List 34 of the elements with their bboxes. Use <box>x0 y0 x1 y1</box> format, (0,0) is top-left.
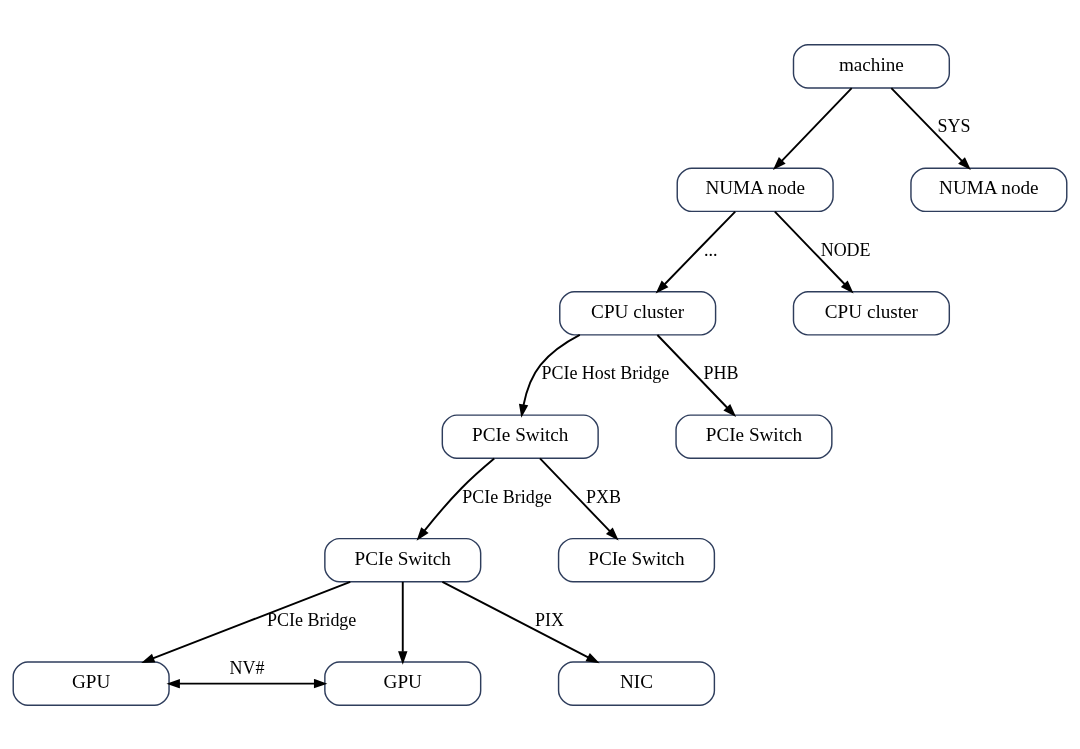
edge-label: PXB <box>586 486 622 507</box>
node-box: NIC <box>557 660 716 706</box>
arrow <box>166 678 328 688</box>
arrow <box>141 580 352 663</box>
arrow <box>518 333 581 418</box>
edge-label: PHB <box>703 362 739 383</box>
node-box: PCIe Switch <box>441 413 599 459</box>
arrow <box>441 580 600 663</box>
arrow <box>398 580 408 665</box>
arrow <box>416 457 496 541</box>
node-box: GPU <box>12 660 170 706</box>
node-box: PCIe Switch <box>675 413 833 459</box>
edge-label: SYS <box>937 115 971 136</box>
edge-label: PCIe Host Bridge <box>541 362 670 383</box>
edge-label: PIX <box>535 609 565 630</box>
arrow <box>656 333 737 417</box>
edge-label: NV# <box>229 657 265 678</box>
arrow <box>772 86 853 170</box>
edge-label: PCIe Bridge <box>267 609 357 630</box>
arrow <box>890 86 971 170</box>
node-box: machine <box>792 43 951 89</box>
node-box: CPU cluster <box>559 290 717 336</box>
edge-label: PCIe Bridge <box>462 486 552 507</box>
edge-label: ... <box>704 239 718 260</box>
node-box: NUMA node <box>676 167 834 212</box>
node-box: NUMA node <box>910 167 1068 212</box>
node-box: PCIe Switch <box>557 537 716 582</box>
node-box: CPU cluster <box>792 290 951 336</box>
arrow <box>539 457 619 540</box>
arrow <box>773 210 854 294</box>
node-box: PCIe Switch <box>324 537 482 582</box>
node-box: GPU <box>324 660 482 706</box>
edge-label: NODE <box>820 239 871 260</box>
arrow <box>655 210 737 294</box>
